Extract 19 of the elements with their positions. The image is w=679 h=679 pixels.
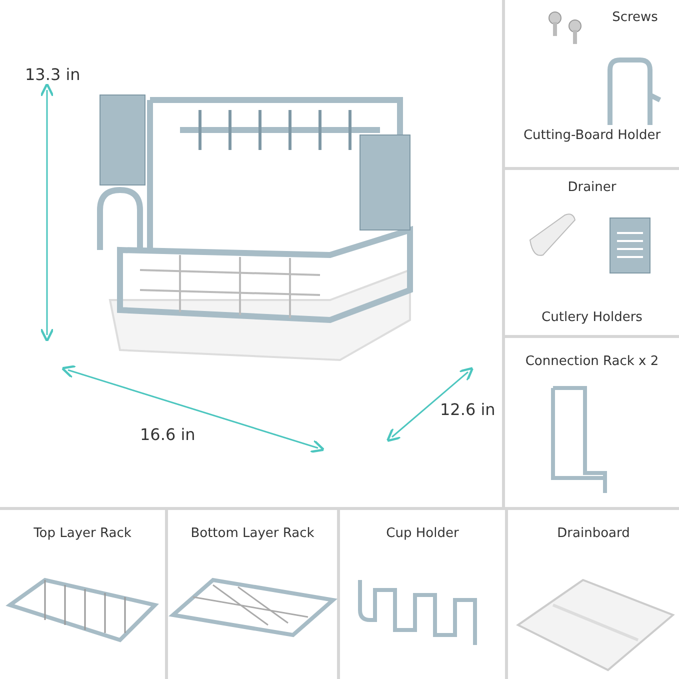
dimension-label: 16.6 in bbox=[140, 425, 196, 444]
product-panel bbox=[508, 510, 679, 679]
part-name: Bottom Layer Rack bbox=[190, 526, 316, 541]
dimension-label: 12.6 in bbox=[440, 400, 496, 419]
product-panel bbox=[168, 510, 337, 679]
part-name: Cutlery Holders bbox=[540, 310, 644, 325]
part-name: Drainer bbox=[566, 180, 618, 195]
product-panel bbox=[505, 170, 679, 335]
part-name: Screws bbox=[611, 10, 659, 25]
product-panel bbox=[340, 510, 505, 679]
part-name: Connection Rack x 2 bbox=[524, 354, 660, 369]
dimension-label: 13.3 in bbox=[25, 65, 80, 84]
part-name: Drainboard bbox=[556, 526, 631, 541]
product-panel bbox=[505, 338, 679, 507]
product-panel bbox=[0, 510, 165, 679]
part-name: Top Layer Rack bbox=[32, 526, 132, 541]
part-name: Cup Holder bbox=[385, 526, 460, 541]
part-name: Cutting-Board Holder bbox=[522, 128, 662, 143]
product-panel bbox=[505, 0, 679, 167]
